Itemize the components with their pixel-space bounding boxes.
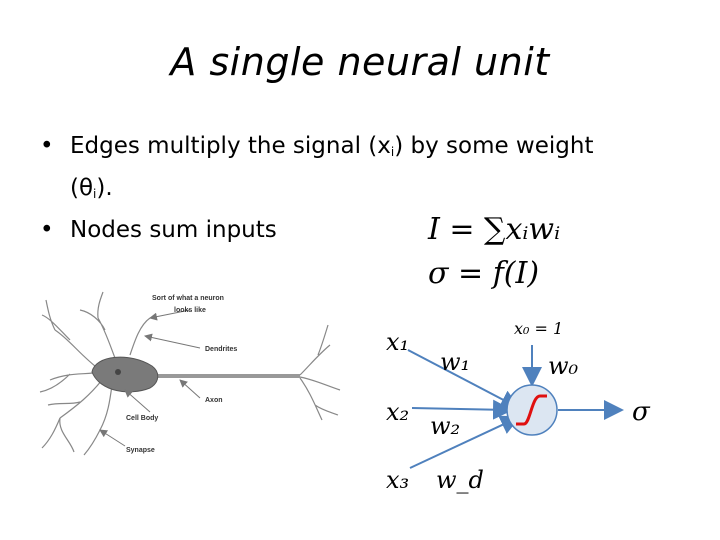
bullet-edges-text-2: ) by some weight — [394, 133, 594, 159]
bullet-nodes-text: Nodes sum inputs — [70, 217, 277, 243]
weight-w1: w₁ — [440, 348, 470, 376]
slide-title: A single neural unit — [170, 40, 550, 84]
weight-wd: w_d — [436, 466, 484, 494]
neuron-illustration: Sort of what a neuron looks like Dendrit… — [39, 291, 341, 456]
bullet-list: • Edges multiply the signal (xi) by some… — [40, 128, 680, 248]
unit-diagram: x₁ x₂ x₃ w₁ w₂ w_d x₀ = 1 w₀ σ — [386, 319, 651, 494]
activation-equation: σ = f(I) — [428, 256, 540, 291]
output-sigma: σ — [632, 397, 651, 427]
weight-w2: w₂ — [430, 412, 460, 440]
bullet-nodes: • Nodes sum inputs — [40, 212, 680, 248]
input-x3: x₃ — [386, 466, 409, 494]
bullet-symbol: • — [40, 217, 54, 243]
label-synapse: Synapse — [126, 447, 155, 454]
input-x1: x₁ — [386, 328, 409, 356]
edge-x3 — [409, 415, 521, 469]
input-x2: x₂ — [386, 398, 409, 426]
neuron-caption: Sort of what a neuron — [152, 295, 224, 302]
bias-weight: w₀ — [548, 352, 579, 380]
label-dendrites: Dendrites — [205, 346, 237, 353]
bias-input: x₀ = 1 — [514, 319, 563, 338]
edge-x1 — [407, 349, 521, 409]
bullet-edges: • Edges multiply the signal (xi) by some… — [40, 128, 680, 212]
bullet-edges-text-1: Edges multiply the signal (x — [70, 133, 391, 159]
bullet-symbol: • — [40, 133, 54, 159]
edge-x2 — [411, 399, 513, 420]
label-cell-body: Cell Body — [126, 415, 158, 422]
activation-curve — [516, 394, 547, 426]
sum-equation: I = ∑xᵢwᵢ — [428, 212, 561, 247]
bullet-edges-sub-2: i — [93, 187, 97, 201]
bullet-edges-sub-1: i — [390, 145, 395, 159]
neuron-caption-2: looks like — [174, 307, 206, 314]
bullet-edges-text-3: (θ — [70, 175, 94, 201]
label-axon: Axon — [205, 397, 223, 404]
bullet-edges-text-4: ). — [96, 175, 113, 201]
